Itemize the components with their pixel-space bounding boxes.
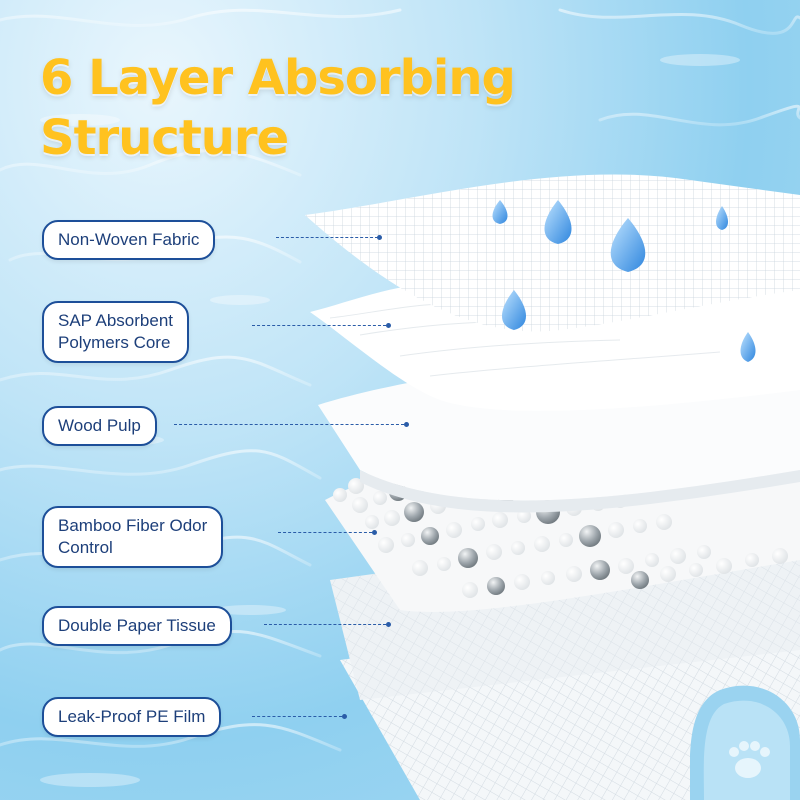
leader-dot — [404, 422, 409, 427]
title-line-1: 6 Layer Absorbing — [40, 50, 516, 106]
leader-line — [278, 532, 372, 533]
leader-line — [252, 325, 386, 326]
paw-print-icon — [690, 685, 800, 800]
leader-line — [276, 237, 378, 238]
label-bamboo-fiber: Bamboo Fiber Odor Control — [42, 506, 224, 568]
leader-line — [264, 624, 386, 625]
label-leak-proof-pe-film: Leak-Proof PE Film — [42, 697, 222, 737]
page-title: 6 Layer Absorbing Structure — [40, 48, 516, 168]
leader-dot — [386, 622, 391, 627]
leader-dot — [377, 235, 382, 240]
leader-dot — [372, 530, 377, 535]
title-line-2: Structure — [40, 110, 289, 166]
label-double-paper-tissue: Double Paper Tissue — [42, 606, 232, 646]
leader-line — [252, 716, 342, 717]
leader-line — [174, 424, 404, 425]
leader-dot — [386, 323, 391, 328]
water-droplet-icon — [492, 200, 756, 362]
label-wood-pulp: Wood Pulp — [42, 406, 157, 446]
leader-dot — [342, 714, 347, 719]
label-non-woven-fabric: Non-Woven Fabric — [42, 220, 216, 260]
label-sap-core: SAP Absorbent Polymers Core — [42, 301, 189, 363]
